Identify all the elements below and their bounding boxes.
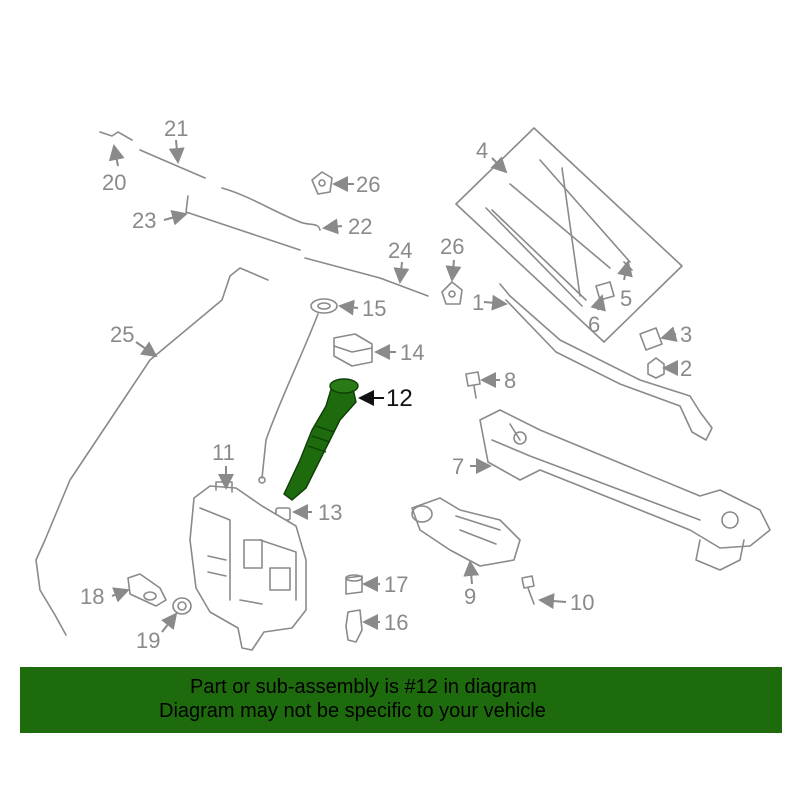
callout-16: 16 <box>384 610 408 635</box>
callout-26-upper: 26 <box>356 172 380 197</box>
callout-3: 3 <box>680 322 692 347</box>
leader-lines <box>108 139 678 633</box>
callout-2: 2 <box>680 356 692 381</box>
callout-20: 20 <box>102 170 126 195</box>
callout-9: 9 <box>464 584 476 609</box>
info-banner: Part or sub-assembly is #12 in diagram D… <box>20 667 782 733</box>
banner-line-2: Diagram may not be specific to your vehi… <box>159 700 546 722</box>
callout-15: 15 <box>362 296 386 321</box>
callout-23: 23 <box>132 208 156 233</box>
banner-line-1: Part or sub-assembly is #12 in diagram <box>190 676 537 698</box>
callout-17: 17 <box>384 572 408 597</box>
part-17-cap <box>345 574 363 595</box>
callout-8: 8 <box>504 368 516 393</box>
callout-6: 6 <box>588 312 600 337</box>
part-12-filler-neck <box>283 378 359 501</box>
part-6-blade-insert <box>595 281 615 301</box>
callout-4: 4 <box>476 138 488 163</box>
part-25-hose <box>35 267 269 636</box>
part-1-wiper-arm <box>499 283 713 441</box>
part-9-wiper-motor <box>411 497 521 567</box>
part-10-bolt <box>521 575 535 605</box>
part-8-bolt <box>465 371 481 399</box>
callout-24: 24 <box>388 238 412 263</box>
callout-13: 13 <box>318 500 342 525</box>
part-18-pump <box>127 573 167 607</box>
callout-12: 12 <box>386 385 413 412</box>
part-4-wiper-blade-set <box>455 127 683 343</box>
part-22-hose <box>221 187 321 231</box>
part-20-hose-connector <box>99 131 133 141</box>
part-26-nozzle-upper <box>311 171 333 195</box>
part-19-grommet <box>172 597 192 615</box>
callout-5: 5 <box>620 286 632 311</box>
part-21-hose <box>139 149 206 179</box>
callout-18: 18 <box>80 584 104 609</box>
callout-25: 25 <box>110 322 134 347</box>
part-3-arm-cap <box>639 327 663 351</box>
callout-7: 7 <box>452 454 464 479</box>
part-7-wiper-linkage <box>479 409 771 571</box>
part-2-nut <box>647 357 665 379</box>
part-23-hose <box>185 195 301 251</box>
callout-26-lower: 26 <box>440 234 464 259</box>
part-15-filler-cap <box>258 298 338 484</box>
part-16-level-sensor <box>345 609 363 643</box>
part-14-bracket <box>333 333 373 367</box>
callout-21: 21 <box>164 116 188 141</box>
part-26-nozzle-lower <box>441 281 463 305</box>
callout-1: 1 <box>472 290 484 315</box>
callout-19: 19 <box>136 628 160 653</box>
callout-numbers: 20 21 22 23 24 25 26 26 15 14 12 13 11 1… <box>80 116 692 653</box>
callout-10: 10 <box>570 590 594 615</box>
callout-11: 11 <box>212 440 235 465</box>
part-24-hose <box>304 257 429 297</box>
callout-22: 22 <box>348 214 372 239</box>
part-11-washer-reservoir <box>189 481 307 651</box>
callout-14: 14 <box>400 340 424 365</box>
